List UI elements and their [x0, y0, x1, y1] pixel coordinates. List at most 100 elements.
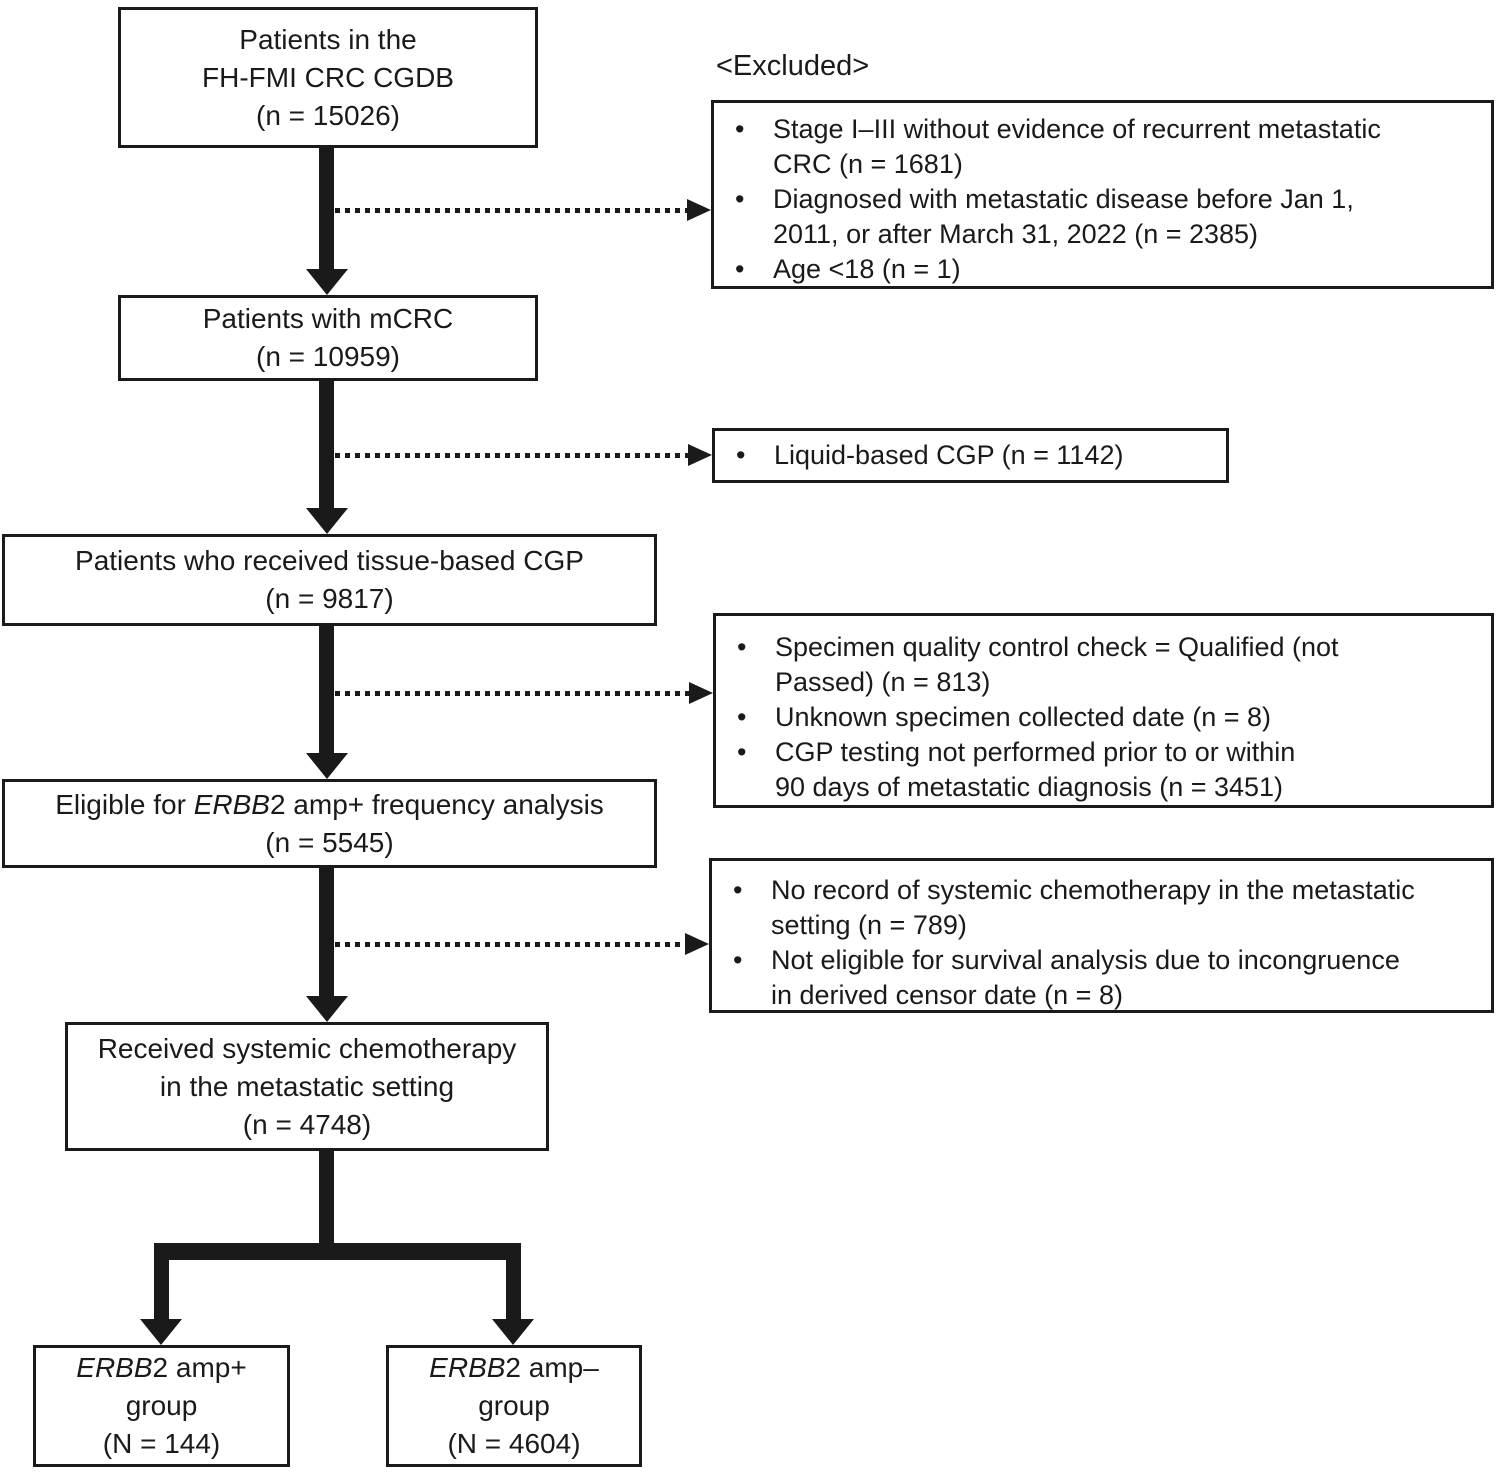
box-text-line: Eligible for ERBB2 amp+ frequency analys…	[55, 786, 604, 824]
flow-box-cgdb-patients: Patients in the FH-FMI CRC CGDB (n = 150…	[118, 7, 538, 148]
gene-symbol: ERBB	[193, 788, 270, 820]
box-text: 2 amp+ frequency analysis	[269, 788, 604, 820]
gene-symbol: ERBB	[429, 1352, 506, 1383]
exclusion-box-pre-mcrc: • Stage I–III without evidence of recurr…	[711, 100, 1494, 289]
box-text-line: group	[125, 1390, 198, 1421]
bullet-icon: •	[737, 702, 747, 732]
bullet-text: Specimen quality control check = Qualifi…	[775, 630, 1479, 700]
bullet-icon: •	[736, 440, 746, 470]
bullet-line: in derived censor date (n = 8)	[771, 980, 1123, 1010]
gene-symbol: ERBB	[76, 1352, 153, 1383]
exclusion-box-no-chemo: • No record of systemic chemotherapy in …	[709, 858, 1494, 1013]
list-item: • CGP testing not performed prior to or …	[716, 735, 1479, 805]
dotted-line	[335, 453, 688, 458]
box-text-line: Patients who received tissue-based CGP	[75, 545, 584, 576]
bullet-line: Passed) (n = 813)	[775, 667, 991, 697]
list-item: • Specimen quality control check = Quali…	[716, 630, 1479, 700]
list-item: • Not eligible for survival analysis due…	[712, 943, 1479, 1013]
exclusion-box-specimen-qc: • Specimen quality control check = Quali…	[713, 613, 1494, 808]
box-text-line: Patients in the	[239, 23, 417, 55]
box-text-line: Received systemic chemotherapy	[97, 1032, 517, 1064]
arrowhead-down-icon	[306, 753, 348, 779]
arrowhead-down-icon	[492, 1319, 534, 1345]
arrowhead-down-icon	[140, 1319, 182, 1345]
arrow-shaft	[154, 1243, 169, 1322]
bullet-line: 2011, or after March 31, 2022 (n = 2385)	[773, 219, 1259, 249]
arrow-shaft	[319, 147, 334, 272]
flow-box-erbb2-amp-pos-group: ERBB2 amp+ group (N = 144)	[33, 1345, 290, 1467]
bullet-text: Diagnosed with metastatic disease before…	[773, 182, 1479, 252]
bullet-text: No record of systemic chemotherapy in th…	[771, 873, 1479, 943]
bullet-line: No record of systemic chemotherapy in th…	[771, 875, 1415, 905]
arrowhead-down-icon	[306, 269, 348, 295]
box-text-line: (N = 4604)	[447, 1428, 581, 1459]
list-item: • Age <18 (n = 1)	[714, 252, 1479, 287]
bullet-line: CGP testing not performed prior to or wi…	[775, 737, 1296, 767]
box-text: Eligible for	[55, 788, 194, 820]
bullet-line: Liquid-based CGP (n = 1142)	[774, 440, 1124, 470]
box-text-line: Patients with mCRC	[202, 303, 454, 334]
arrowhead-right-icon	[688, 444, 712, 466]
bullet-icon: •	[735, 184, 745, 214]
box-text-line: (n = 15026)	[256, 99, 400, 131]
arrow-shaft	[319, 381, 334, 511]
arrowhead-right-icon	[687, 199, 711, 221]
bullet-text: Age <18 (n = 1)	[773, 252, 1479, 287]
box-text-line: ERBB2 amp–	[429, 1349, 599, 1387]
bullet-icon: •	[733, 875, 743, 905]
flow-box-tissue-cgp: Patients who received tissue-based CGP (…	[2, 534, 657, 626]
exclusion-list: • Stage I–III without evidence of recurr…	[714, 112, 1479, 287]
box-text-line: in the metastatic setting	[159, 1070, 455, 1102]
exclusion-list: • No record of systemic chemotherapy in …	[712, 873, 1479, 1013]
list-item: • Unknown specimen collected date (n = 8…	[716, 700, 1479, 735]
flow-box-erbb2-amp-neg-group: ERBB2 amp– group (N = 4604)	[386, 1345, 642, 1467]
box-text-line: (n = 5545)	[265, 826, 394, 858]
bullet-line: Unknown specimen collected date (n = 8)	[775, 702, 1272, 732]
bullet-line: Not eligible for survival analysis due t…	[771, 945, 1400, 975]
bullet-line: CRC (n = 1681)	[773, 149, 963, 179]
exclusion-box-liquid-cgp: • Liquid-based CGP (n = 1142)	[712, 428, 1229, 483]
bullet-line: Age <18 (n = 1)	[773, 254, 961, 284]
box-text-line: group	[478, 1390, 550, 1421]
box-text: 2 amp–	[505, 1352, 599, 1383]
bullet-line: Specimen quality control check = Qualifi…	[775, 632, 1339, 662]
box-text-line: (n = 10959)	[256, 341, 400, 372]
dotted-line	[335, 208, 687, 213]
box-text-line: (n = 9817)	[265, 583, 394, 614]
arrow-branch-bar	[154, 1243, 521, 1260]
bullet-line: Diagnosed with metastatic disease before…	[773, 184, 1354, 214]
bullet-icon: •	[737, 737, 747, 767]
arrow-shaft	[319, 1151, 334, 1260]
exclusion-list: • Specimen quality control check = Quali…	[716, 630, 1479, 805]
box-text-line: FH-FMI CRC CGDB	[202, 61, 454, 93]
box-text-line: (N = 144)	[102, 1428, 221, 1459]
bullet-line: 90 days of metastatic diagnosis (n = 345…	[775, 772, 1284, 802]
bullet-text: Unknown specimen collected date (n = 8)	[775, 700, 1479, 735]
arrow-shaft	[319, 626, 334, 756]
bullet-icon: •	[735, 114, 745, 144]
bullet-icon: •	[735, 254, 745, 284]
arrowhead-down-icon	[306, 996, 348, 1022]
exclusion-list: • Liquid-based CGP (n = 1142)	[715, 438, 1214, 473]
bullet-text: Liquid-based CGP (n = 1142)	[774, 438, 1214, 473]
bullet-text: CGP testing not performed prior to or wi…	[775, 735, 1479, 805]
box-text-line: ERBB2 amp+	[76, 1349, 246, 1387]
excluded-heading: <Excluded>	[716, 50, 870, 82]
bullet-text: Stage I–III without evidence of recurren…	[773, 112, 1479, 182]
bullet-icon: •	[733, 945, 743, 975]
arrow-shaft	[319, 868, 334, 999]
list-item: • Diagnosed with metastatic disease befo…	[714, 182, 1479, 252]
bullet-text: Not eligible for survival analysis due t…	[771, 943, 1479, 1013]
box-text-line: (n = 4748)	[242, 1108, 372, 1140]
list-item: • Stage I–III without evidence of recurr…	[714, 112, 1479, 182]
flow-box-systemic-chemo: Received systemic chemotherapy in the me…	[65, 1022, 549, 1151]
dotted-line	[335, 691, 689, 696]
bullet-line: setting (n = 789)	[771, 910, 967, 940]
arrowhead-right-icon	[689, 682, 713, 704]
list-item: • Liquid-based CGP (n = 1142)	[715, 438, 1214, 473]
arrowhead-right-icon	[685, 933, 709, 955]
flow-box-mcrc-patients: Patients with mCRC (n = 10959)	[118, 295, 538, 381]
box-text: 2 amp+	[152, 1352, 247, 1383]
arrow-shaft	[506, 1243, 521, 1322]
